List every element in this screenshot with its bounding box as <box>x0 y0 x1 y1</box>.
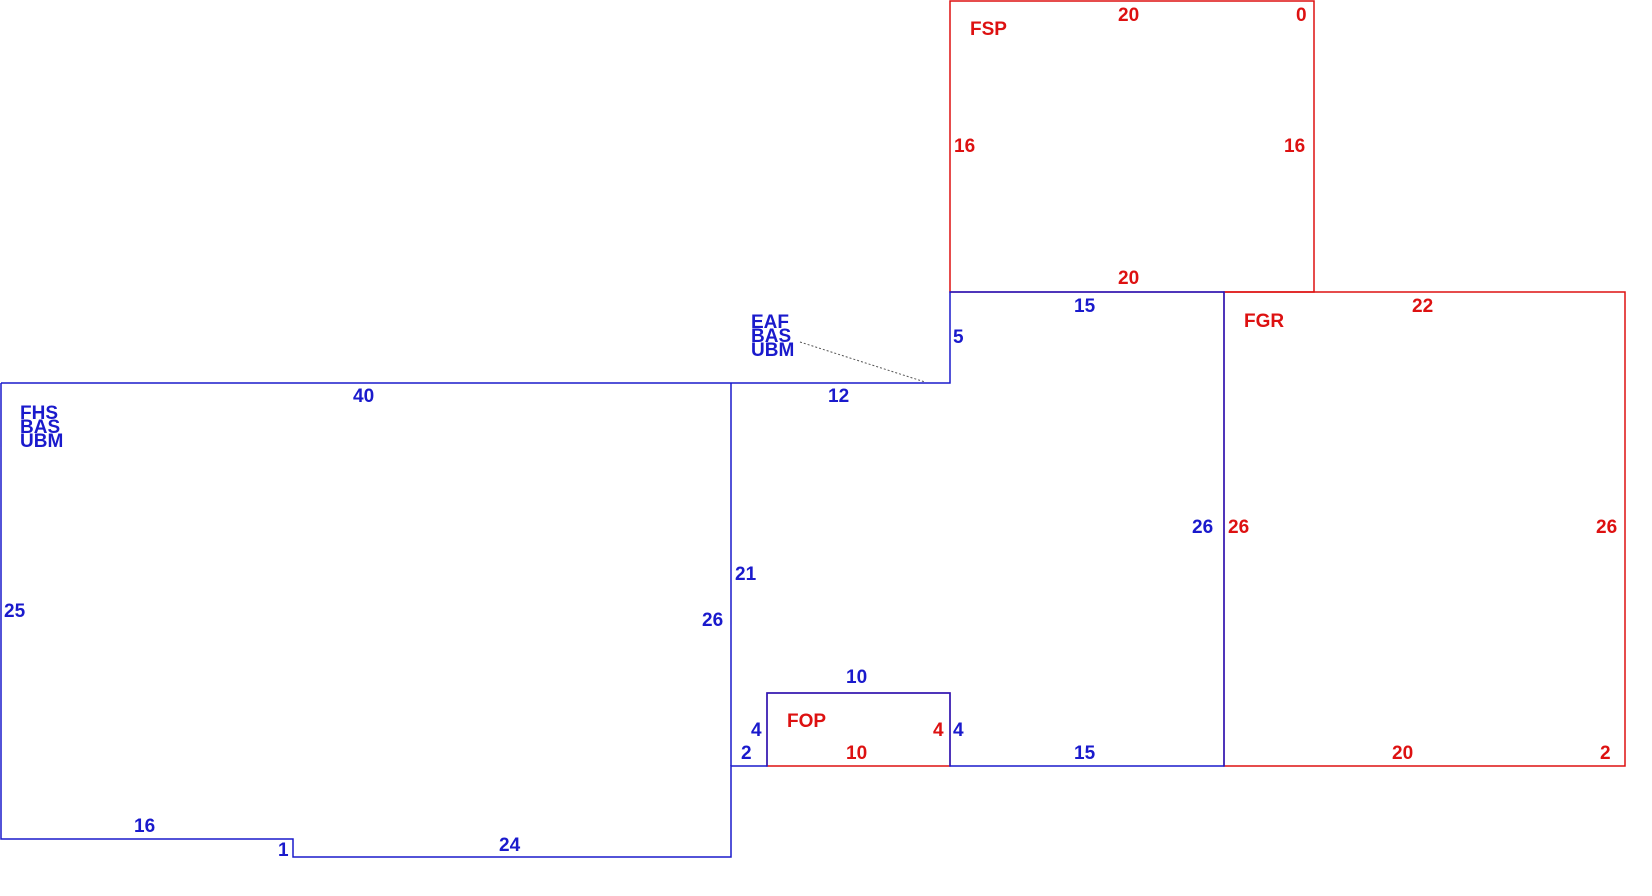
fsp-label: FSP <box>970 19 1007 40</box>
upper-area-code-1: EAF <box>751 312 789 333</box>
dim-fop-right: 4 <box>933 720 944 741</box>
dim-fsp-corner: 0 <box>1296 5 1307 26</box>
dim-main-bottom-left: 16 <box>134 816 155 837</box>
upper-area-code-3: UBM <box>751 340 794 361</box>
dim-fgr-top: 22 <box>1412 296 1433 317</box>
dim-fsp-top: 20 <box>1118 5 1139 26</box>
dim-mid-top: 12 <box>828 386 849 407</box>
dim-fgr-right: 26 <box>1596 517 1617 538</box>
dim-mid-bottom: 15 <box>1074 743 1096 764</box>
fsp-area-outline <box>949 0 1315 293</box>
dim-main-step: 1 <box>278 840 289 861</box>
upper-area-code-2: BAS <box>751 326 791 347</box>
main-area-outline <box>0 291 1225 858</box>
dim-main-right: 26 <box>702 610 723 631</box>
dim-fgr-left: 26 <box>1228 517 1249 538</box>
fgr-label: FGR <box>1244 311 1284 332</box>
dim-fsp-right: 16 <box>1284 136 1305 157</box>
dim-main-top: 40 <box>353 386 374 407</box>
fop-label: FOP <box>787 711 826 732</box>
dim-fgr-bottom: 20 <box>1392 743 1413 764</box>
dim-fop-top: 10 <box>846 667 867 688</box>
dim-mid-upper-top: 15 <box>1074 296 1096 317</box>
dim-fgr-corner: 2 <box>1600 743 1611 764</box>
dim-main-bottom-right: 24 <box>499 835 521 856</box>
fgr-area-outline <box>1223 291 1626 767</box>
dim-fop-right-blue: 4 <box>953 720 964 741</box>
main-area-code-2: BAS <box>20 417 60 438</box>
dim-mid-notch: 5 <box>953 327 964 348</box>
dim-fsp-left: 16 <box>954 136 975 157</box>
dim-fsp-bottom: 20 <box>1118 268 1139 289</box>
dim-mid-left: 21 <box>735 564 757 585</box>
dim-fop-bottom: 10 <box>846 743 867 764</box>
main-area-code-3: UBM <box>20 431 63 452</box>
dim-mid-step-bottom: 2 <box>741 743 752 764</box>
main-area-code-1: FHS <box>20 403 58 424</box>
label-leader-line <box>799 341 926 383</box>
dim-mid-right: 26 <box>1192 517 1213 538</box>
dim-main-left: 25 <box>4 601 26 622</box>
dim-mid-step-left: 4 <box>751 720 762 741</box>
